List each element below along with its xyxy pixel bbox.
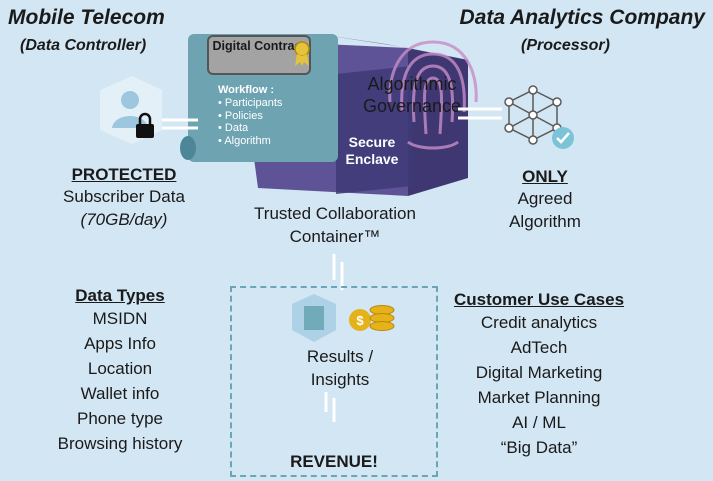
use-cases-block: Customer Use Cases Credit analytics AdTe… [438, 290, 640, 460]
data-types-block: Data Types MSIDN Apps Info Location Wall… [30, 286, 210, 456]
contract-title: Digital Contract [212, 39, 306, 53]
results-label: Results / Insights [306, 347, 374, 389]
neural-network-icon [504, 85, 574, 149]
enclave-label: Secure Enclave [345, 134, 399, 167]
cube-icon [292, 294, 336, 342]
protected-line2: (70GB/day) [80, 210, 168, 229]
protected-block: PROTECTED Subscriber Data (70GB/day) [40, 165, 208, 231]
data-type-item: MSIDN [92, 309, 148, 328]
workflow-list: • Participants • Policies • Data • Algor… [218, 97, 282, 147]
data-type-item: Wallet info [80, 384, 160, 403]
data-type-item: Browsing history [57, 434, 183, 453]
use-cases-heading: Customer Use Cases [453, 290, 625, 309]
right-party-name: Data Analytics Company [459, 6, 705, 29]
container-label: Trusted Collaboration Container™ [254, 204, 416, 246]
left-party-name: Mobile Telecom [8, 6, 165, 29]
left-party-role: (Data Controller) [20, 37, 147, 54]
workflow-item: • Data [218, 122, 249, 134]
use-case-item: “Big Data” [500, 438, 578, 457]
user-lock-icon [100, 76, 162, 144]
use-case-item: Credit analytics [480, 313, 598, 332]
right-party-role: (Processor) [521, 37, 610, 54]
protected-line1: Subscriber Data [63, 187, 185, 206]
only-heading: ONLY [522, 167, 568, 186]
coins-icon: $ [349, 305, 395, 331]
left-connector [162, 118, 198, 130]
use-case-item: AdTech [510, 338, 568, 357]
award-ribbon-icon [294, 41, 310, 66]
bottom-vertical-connector [324, 392, 336, 422]
workflow-item: • Algorithm [218, 134, 271, 147]
results-box [230, 286, 438, 477]
contract-scroll [180, 34, 338, 162]
svg-text:$: $ [356, 313, 364, 328]
revenue-label: REVENUE! [290, 452, 378, 471]
right-connector [458, 107, 502, 120]
use-case-item: AI / ML [512, 413, 566, 432]
fingerprint-icon [388, 40, 478, 150]
data-type-item: Location [87, 359, 153, 378]
workflow-item: • Policies [218, 109, 263, 122]
data-type-item: Phone type [76, 409, 163, 428]
only-line2: Algorithm [509, 212, 581, 231]
workflow-item: • Participants [218, 97, 283, 109]
use-case-item: Market Planning [477, 388, 601, 407]
governance-label: Algorithmic Governance [362, 74, 462, 116]
top-vertical-connector [332, 254, 344, 290]
protected-heading: PROTECTED [71, 165, 177, 184]
only-line1: Agreed [517, 189, 573, 208]
workflow-label: Workflow : [218, 84, 275, 96]
only-block: ONLY Agreed Algorithm [480, 167, 610, 233]
data-type-item: Apps Info [84, 334, 156, 353]
data-types-heading: Data Types [75, 286, 165, 305]
use-case-item: Digital Marketing [475, 363, 603, 382]
